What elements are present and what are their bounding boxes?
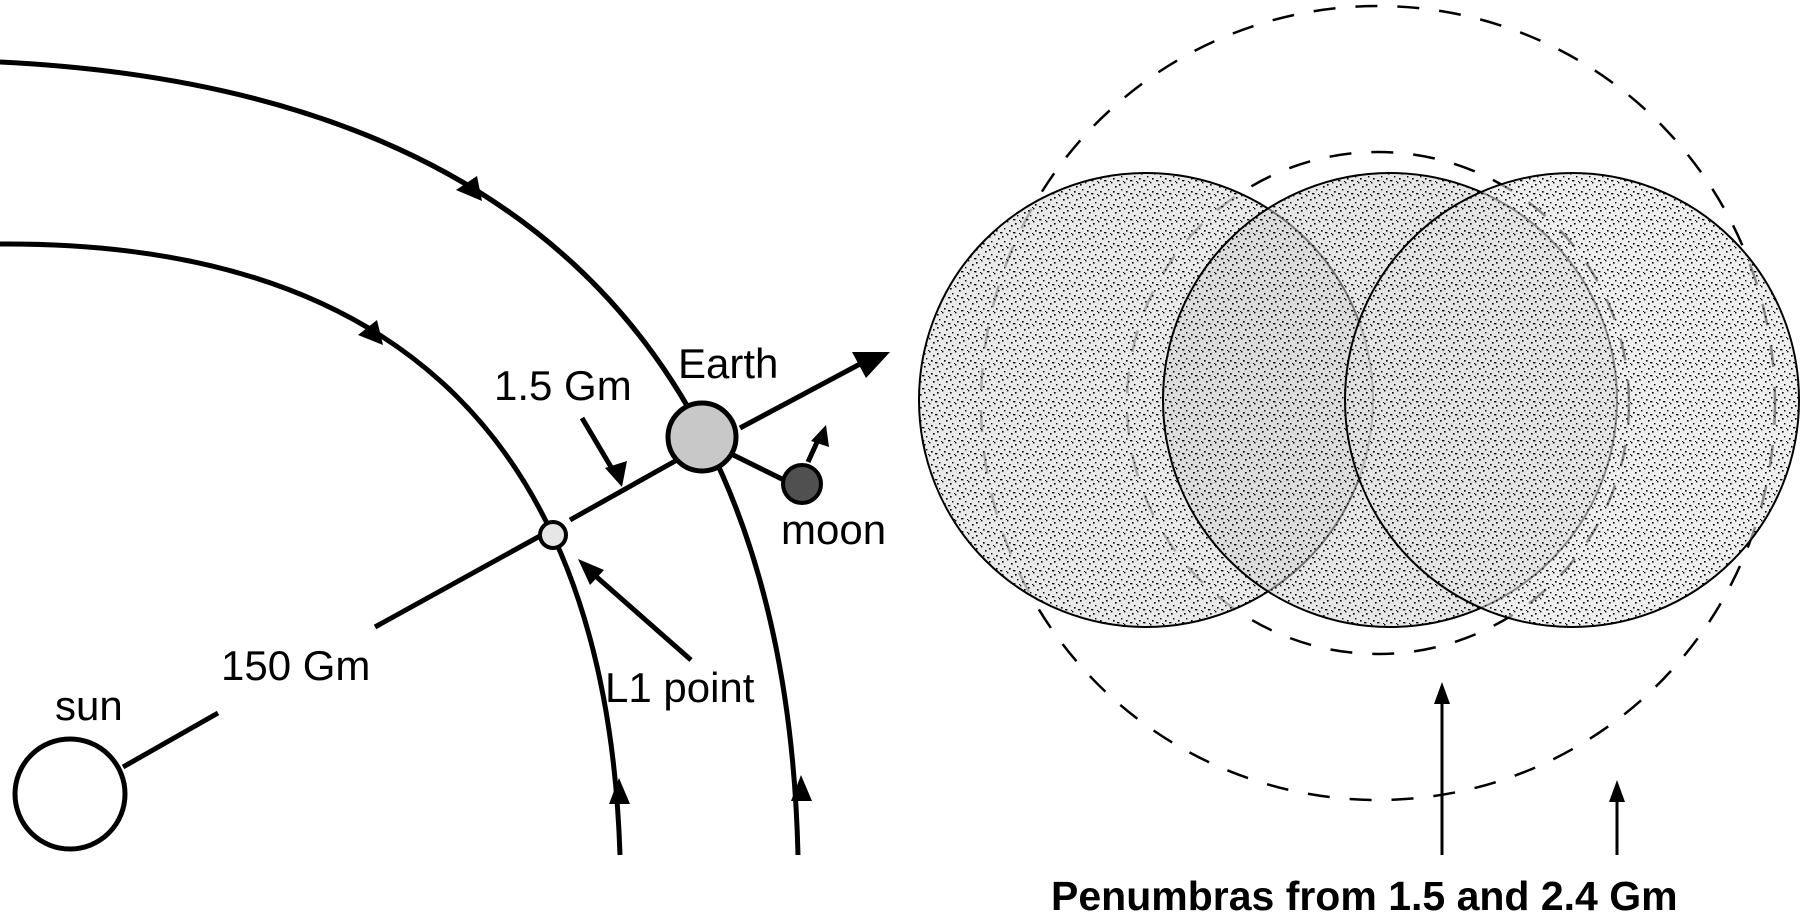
earth-direction-line <box>738 361 862 431</box>
l1-orbit-arrow-bottom <box>609 778 630 804</box>
moon-body <box>781 463 823 505</box>
distance-l1-earth-label: 1.5 Gm <box>494 362 632 409</box>
l1-point-arrowhead <box>578 559 604 585</box>
arrow-l1-point-line <box>589 570 693 662</box>
orbit-diagram <box>0 59 801 856</box>
diagram-arrowheads <box>578 352 890 585</box>
orbit-arrowheads <box>358 176 812 804</box>
inner-penumbra-pointer-head <box>1434 682 1450 704</box>
moon-velocity-arrowhead <box>811 425 829 447</box>
penumbra-caption: Penumbras from 1.5 and 2.4 Gm <box>1051 873 1678 914</box>
penumbra-diagram: Penumbras from 1.5 and 2.4 Gm <box>918 4 1800 914</box>
earth-body <box>665 400 739 474</box>
sun-body <box>12 736 128 852</box>
l1-distance-arrowhead <box>605 461 627 487</box>
earth-direction-arrowhead <box>852 352 890 378</box>
arrow-l1-distance-line <box>579 416 617 474</box>
l1-orbit-path <box>0 241 623 856</box>
sun-earth-line-upper <box>568 457 679 523</box>
l1-point-label: L1 point <box>605 664 755 711</box>
earth-orbit-arrow-top <box>456 176 482 201</box>
l1-orbit-arrow-top <box>358 320 383 345</box>
moon-label: moon <box>781 506 886 553</box>
penumbra-disc-right <box>1344 172 1800 628</box>
earth-orbit-path <box>0 59 801 856</box>
outer-penumbra-pointer-head <box>1609 780 1625 802</box>
distance-sun-earth-label: 150 Gm <box>221 642 370 689</box>
moon-velocity-line <box>805 438 821 464</box>
l1-point-marker <box>538 520 568 550</box>
sun-label: sun <box>55 682 123 729</box>
sun-earth-line-lower <box>121 710 220 770</box>
sun-earth-line-middle <box>373 528 551 630</box>
earth-label: Earth <box>678 340 778 387</box>
earth-orbit-arrow-bottom <box>791 775 812 801</box>
